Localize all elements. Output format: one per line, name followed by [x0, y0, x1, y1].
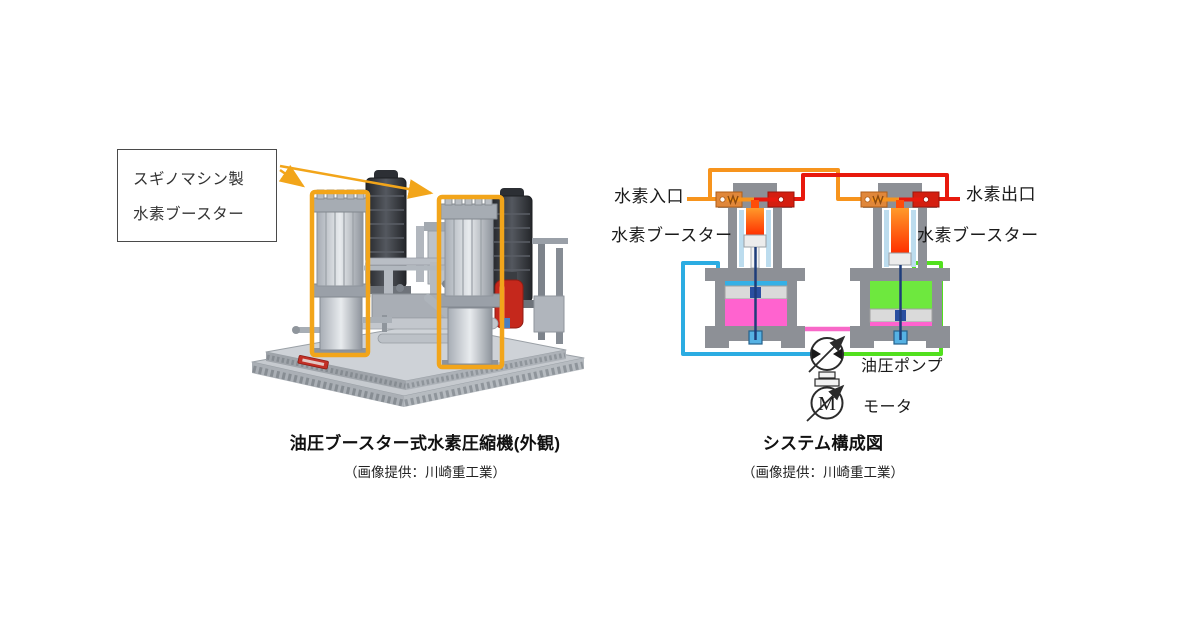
side-frame [532, 238, 568, 344]
caption-left-credit: （画像提供：川崎重工業） [344, 465, 506, 480]
booster-tower-right [439, 195, 501, 368]
hydraulic-pump-symbol [808, 335, 846, 373]
gas-column-left [746, 208, 764, 235]
callout-line2: 水素ブースター [133, 206, 245, 223]
caption-right-title: システム構成図 [762, 434, 884, 453]
pump-motor-coupling [814, 371, 840, 387]
callout-arrow-right [279, 164, 434, 199]
label-hydrogen-inlet: 水素入口 [614, 187, 684, 206]
gas-column-right [891, 208, 909, 253]
caption-right-credit: （画像提供：川崎重工業） [742, 465, 904, 480]
booster-tower-left [311, 189, 444, 356]
callout-arrow-left [278, 164, 306, 188]
system-diagram: M [681, 168, 960, 422]
highlight-rect-left-booster [309, 189, 371, 358]
booster-diagram-right [850, 183, 950, 348]
base-logo-plate [297, 355, 329, 370]
caption-left: 油圧ブースター式水素圧縮機(外観) （画像提供：川崎重工業） [245, 429, 605, 481]
callout-line1: スギノマシン製 [133, 171, 245, 188]
machine-illustration [251, 164, 585, 407]
booster-diagram-left [705, 183, 805, 348]
callout-box: スギノマシン製 水素ブースター [117, 149, 277, 242]
highlight-rect-right-booster [436, 194, 505, 370]
highlight-annotations [278, 164, 505, 370]
label-motor: モータ [863, 399, 913, 416]
label-hydrogen-booster-left: 水素ブースター [611, 226, 733, 245]
caption-left-title: 油圧ブースター式水素圧縮機(外観) [289, 434, 561, 453]
label-hydraulic-pump: 油圧ポンプ [861, 358, 944, 375]
label-hydrogen-booster-right: 水素ブースター [917, 226, 1039, 245]
label-hydrogen-outlet: 水素出口 [966, 185, 1036, 204]
motor-symbol: M [806, 384, 845, 422]
pipe-hydrogen-inlet [687, 168, 866, 201]
caption-right: システム構成図 （画像提供：川崎重工業） [688, 429, 958, 481]
